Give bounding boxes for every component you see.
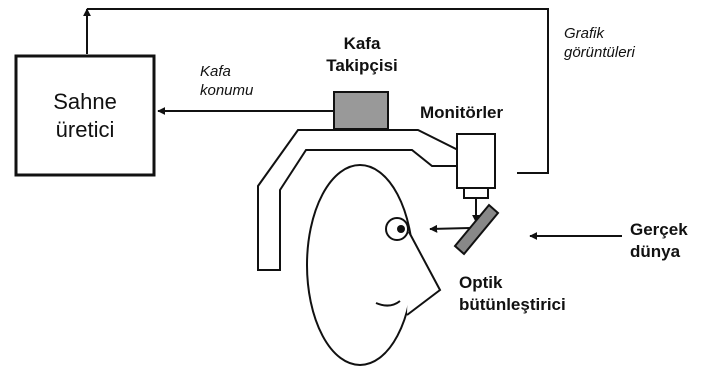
real-world-label: Gerçek dünya: [630, 219, 688, 263]
monitor-body: [456, 133, 496, 189]
monitor-screen: [463, 187, 489, 199]
eye-pupil: [397, 225, 405, 233]
head-position-label-line2: konumu: [200, 82, 254, 99]
optical-combiner-label-line1: Optik: [459, 273, 503, 292]
graphic-images-label: Grafik görüntüleri: [564, 24, 635, 62]
graphic-images-label-line1: Grafik: [564, 25, 605, 42]
head-tracker-label: Kafa Takipçisi: [302, 33, 422, 77]
monitors-label: Monitörler: [420, 103, 504, 122]
combiner-to-eye-arrow: [429, 224, 471, 233]
scene-generator-label-line2: üretici: [55, 117, 115, 142]
head-position-label: Kafa konumu: [200, 62, 253, 100]
head-position-label-line1: Kafa: [200, 63, 231, 80]
head-tracker-box: [333, 91, 389, 130]
mouth: [375, 300, 401, 307]
graphic-images-label-line2: görüntüleri: [564, 44, 635, 61]
head-tracker-label-line1: Kafa: [343, 34, 381, 53]
head-tracker-label-line2: Takipçisi: [326, 56, 398, 75]
real-world-label-line2: dünya: [630, 242, 681, 261]
real-world-label-line1: Gerçek: [630, 220, 688, 239]
optical-combiner-label: Optik bütünleştirici: [459, 272, 566, 316]
graphic-images-line: [87, 8, 549, 174]
scene-generator-box: [14, 54, 156, 177]
head-outline: [306, 164, 414, 366]
optical-combiner-label-line2: bütünleştirici: [459, 295, 566, 314]
scene-generator-label-line1: Sahne: [53, 89, 117, 114]
head-mount-frame: [257, 129, 459, 271]
optical-combiner: [453, 203, 500, 256]
nose: [406, 231, 442, 316]
scene-generator-label: Sahne üretici: [16, 88, 154, 144]
